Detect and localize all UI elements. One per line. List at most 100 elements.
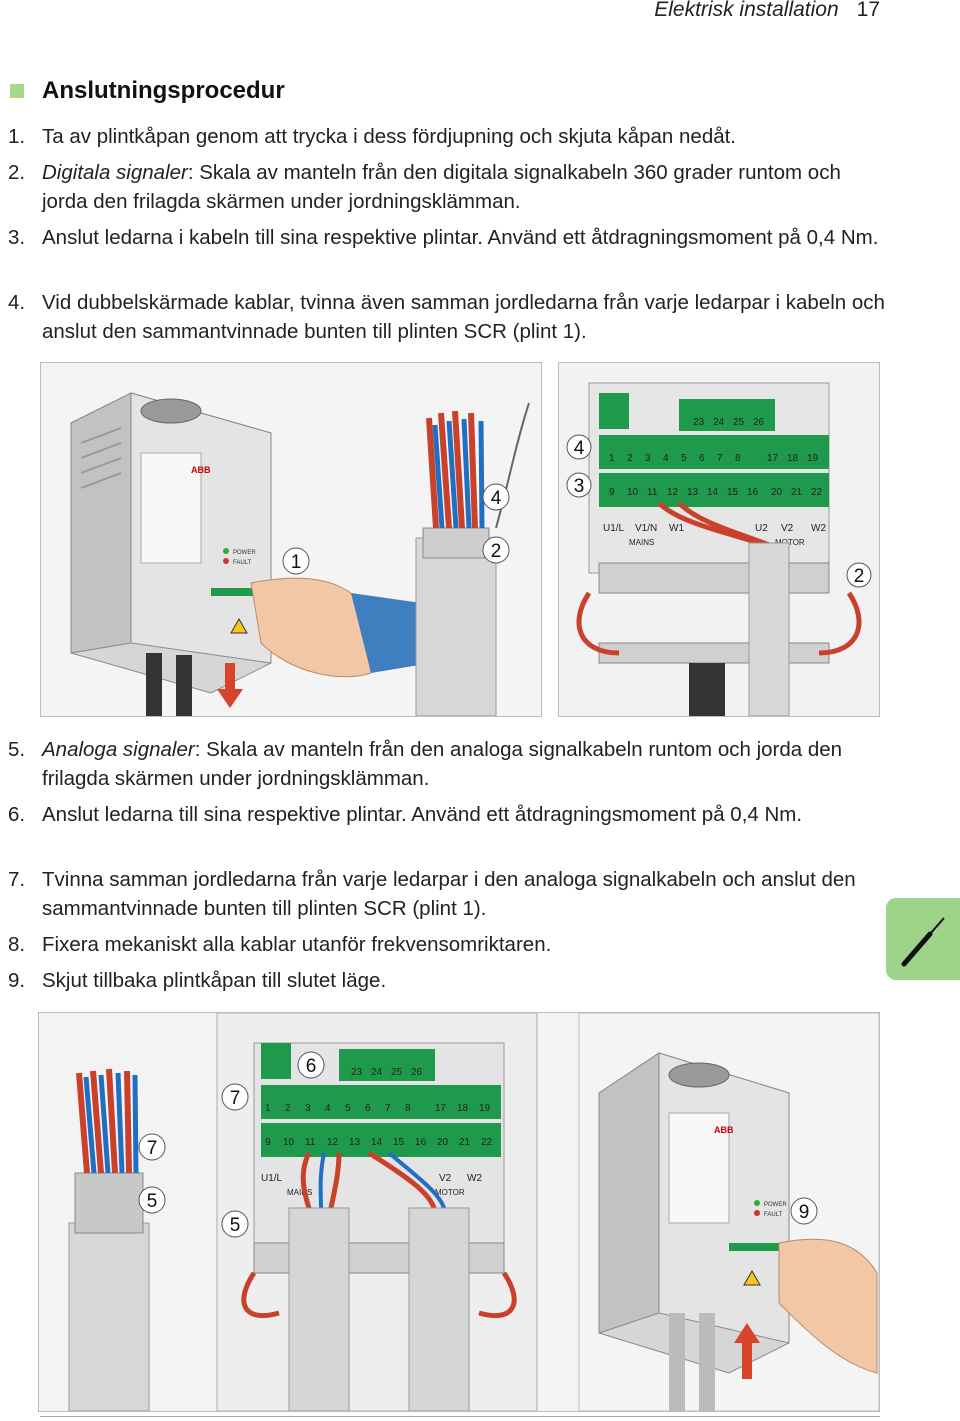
step-number: 9. — [8, 969, 26, 992]
callout-2-clamp: 2 — [854, 566, 865, 587]
callout-7-terminal: 7 — [230, 1088, 241, 1109]
terminal-9-b: 9 — [265, 1137, 271, 1148]
terminal-1: 1 — [609, 453, 615, 464]
mains-label: MAINS — [629, 538, 654, 547]
figure-terminal-wiring: 23 24 25 26 1 2 3 4 5 6 7 8 17 18 19 9 1… — [558, 362, 880, 717]
step-8: 8. Fixera mekaniskt alla kablar utanför … — [8, 930, 888, 959]
label-w1: W1 — [669, 523, 684, 534]
step-9: 9. Skjut tillbaka plintkåpan till slutet… — [8, 966, 888, 995]
terminal-13: 13 — [687, 487, 699, 498]
terminal-5-b: 5 — [345, 1103, 351, 1114]
step-2: 2. Digitala signaler: Skala av manteln f… — [8, 158, 888, 216]
terminal-4: 4 — [663, 453, 669, 464]
callout-1: 1 — [291, 552, 302, 573]
step-lead: Analoga signaler — [42, 738, 195, 761]
terminal-18: 18 — [787, 453, 799, 464]
label-w2: W2 — [811, 523, 826, 534]
page-number: 17 — [856, 0, 880, 21]
step-number: 5. — [8, 738, 26, 761]
terminal-13-b: 13 — [349, 1137, 361, 1148]
label-v2-b: V2 — [439, 1173, 452, 1184]
footer-rule — [40, 1416, 880, 1417]
terminal-16: 16 — [747, 487, 759, 498]
label-u1: U1/L — [603, 523, 625, 534]
label-v1: V1/N — [635, 523, 657, 534]
label-v2: V2 — [781, 523, 794, 534]
step-lead: Digitala signaler — [42, 161, 188, 184]
terminal-3: 3 — [645, 453, 651, 464]
step-7: 7. Tvinna samman jordledarna från varje … — [8, 865, 888, 923]
terminal-12: 12 — [667, 487, 679, 498]
terminal-6-b: 6 — [365, 1103, 371, 1114]
mains-label-b: MAINS — [287, 1188, 312, 1197]
step-text: Fixera mekaniskt alla kablar utanför fre… — [42, 933, 552, 956]
led-power-label-b: POWER — [764, 1202, 787, 1208]
step-text: Anslut ledarna i kabeln till sina respek… — [42, 226, 879, 249]
motor-label: MOTOR — [775, 538, 805, 547]
section-title: Elektrisk installation — [654, 0, 839, 21]
label-u2: U2 — [755, 523, 768, 534]
terminal-20-b: 20 — [437, 1137, 449, 1148]
step-number: 2. — [8, 161, 26, 184]
terminal-12-b: 12 — [327, 1137, 339, 1148]
terminal-7: 7 — [717, 453, 723, 464]
callout-7-cable: 7 — [147, 1138, 158, 1159]
callout-5-cable: 5 — [147, 1191, 158, 1212]
step-4: 4. Vid dubbelskärmade kablar, tvinna äve… — [8, 288, 888, 346]
step-1: 1. Ta av plintkåpan genom att trycka i d… — [8, 122, 888, 151]
terminal-21-b: 21 — [459, 1137, 471, 1148]
step-body: Digitala signaler: Skala av manteln från… — [42, 158, 888, 216]
step-number: 3. — [8, 226, 26, 249]
callout-4-terminals: 4 — [574, 438, 585, 459]
step-number: 6. — [8, 803, 26, 826]
step-text: Ta av plintkåpan genom att trycka i dess… — [42, 125, 737, 148]
terminal-15-b: 15 — [393, 1137, 405, 1148]
step-text: Skjut tillbaka plintkåpan till slutet lä… — [42, 969, 387, 992]
step-3: 3. Anslut ledarna i kabeln till sina res… — [8, 223, 888, 252]
terminal-25-b: 25 — [391, 1067, 403, 1078]
led-fault-label-b: FAULT — [764, 1212, 783, 1218]
terminal-20: 20 — [771, 487, 783, 498]
abb-logo: ABB — [191, 465, 211, 475]
step-body: Analoga signaler: Skala av manteln från … — [42, 735, 888, 793]
terminal-9: 9 — [609, 487, 615, 498]
heading-bullet-icon — [10, 84, 24, 98]
terminal-6: 6 — [699, 453, 705, 464]
terminal-14: 14 — [707, 487, 719, 498]
terminal-22-b: 22 — [481, 1137, 493, 1148]
terminal-19: 19 — [807, 453, 819, 464]
abb-logo-b: ABB — [714, 1125, 734, 1135]
terminal-11-b: 11 — [305, 1137, 316, 1148]
callout-4: 4 — [491, 488, 502, 509]
label-u1-b: U1/L — [261, 1173, 283, 1184]
callout-2: 2 — [491, 541, 502, 562]
terminal-24: 24 — [713, 417, 725, 428]
led-fault-label: FAULT — [233, 560, 252, 566]
terminal-4-b: 4 — [325, 1103, 331, 1114]
terminal-7-b: 7 — [385, 1103, 391, 1114]
terminal-15: 15 — [727, 487, 739, 498]
drive-cover-illustration: ABB POWER FAULT 1 4 2 — [41, 363, 541, 716]
terminal-25: 25 — [733, 417, 745, 428]
terminal-10: 10 — [627, 487, 639, 498]
step-text: Anslut ledarna till sina respektive plin… — [42, 803, 803, 826]
terminal-22: 22 — [811, 487, 823, 498]
callout-9: 9 — [799, 1202, 810, 1223]
callout-6: 6 — [306, 1056, 317, 1077]
motor-label-b: MOTOR — [435, 1188, 465, 1197]
step-5: 5. Analoga signaler: Skala av manteln fr… — [8, 735, 888, 793]
step-number: 7. — [8, 868, 26, 891]
terminal-block-illustration: 23 24 25 26 1 2 3 4 5 6 7 8 17 18 19 9 1… — [559, 363, 879, 716]
terminal-26-b: 26 — [411, 1067, 423, 1078]
screwdriver-icon — [901, 917, 945, 967]
step-text: Tvinna samman jordledarna från varje led… — [42, 868, 856, 920]
analog-wiring-illustration: 7 5 23 24 25 26 1 2 3 4 5 6 7 8 17 18 19… — [39, 1013, 879, 1411]
terminal-2-b: 2 — [285, 1103, 291, 1114]
terminal-26: 26 — [753, 417, 765, 428]
section-heading: Anslutningsprocedur — [42, 77, 285, 104]
terminal-21: 21 — [791, 487, 803, 498]
callout-5-terminal: 5 — [230, 1215, 241, 1236]
step-6: 6. Anslut ledarna till sina respektive p… — [8, 800, 888, 829]
terminal-8-b: 8 — [405, 1103, 411, 1114]
terminal-3-b: 3 — [305, 1103, 311, 1114]
